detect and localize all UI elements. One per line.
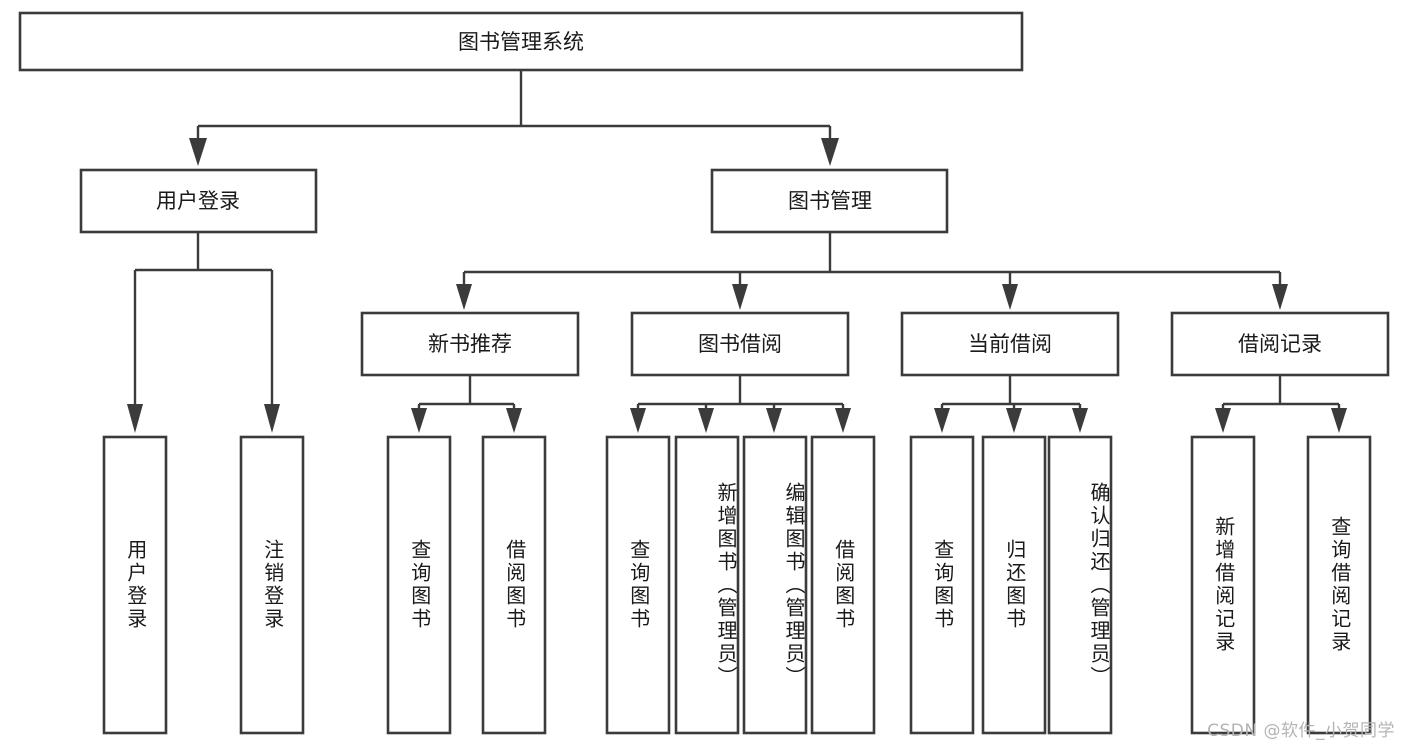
node-book-borrow-label: 图书借阅 [698, 332, 782, 356]
arrow-leaf-edit-book-admin [766, 408, 782, 433]
arrow-to-user-login [189, 138, 207, 166]
arrow-leaf-query-book-2 [630, 408, 646, 433]
node-user-login[interactable]: 用户登录 [79, 168, 318, 234]
node-current-borrow-box[interactable] [900, 311, 1120, 377]
node-leaf-borrow-book-1-box[interactable] [481, 435, 547, 735]
node-leaf-add-book-admin-box[interactable] [674, 435, 740, 735]
node-book-manage-label: 图书管理 [788, 189, 872, 213]
arrow-leaf-add-book-admin [698, 408, 714, 433]
node-current-borrow-label: 当前借阅 [968, 332, 1052, 356]
node-book-manage[interactable]: 图书管理 [710, 168, 949, 234]
node-user-login-label: 用户登录 [156, 189, 240, 213]
connectors-book-borrow-to-leaves [630, 375, 851, 433]
arrow-leaf-add-borrow-record [1215, 408, 1231, 433]
arrow-leaf-query-book-3 [934, 408, 950, 433]
node-leaf-logout-login-box[interactable] [239, 435, 305, 735]
node-root[interactable]: 图书管理系统 [18, 11, 1024, 72]
leaf-boxes [102, 435, 1372, 735]
node-borrow-record[interactable]: 借阅记录 [1170, 311, 1390, 377]
node-book-manage-box[interactable] [710, 168, 949, 234]
arrow-leaf-logout-login [264, 404, 280, 433]
connectors-root-to-level2 [189, 70, 839, 166]
arrow-to-book-manage [821, 138, 839, 166]
connectors-new-book-recommend-to-leaves [411, 375, 522, 433]
node-book-borrow[interactable]: 图书借阅 [630, 311, 850, 377]
arrow-leaf-user-login [127, 404, 143, 433]
node-new-book-recommend-label: 新书推荐 [428, 332, 512, 356]
arrow-to-new-book-recommend [456, 284, 472, 310]
connectors-user-login-to-leaves [127, 232, 280, 433]
node-current-borrow[interactable]: 当前借阅 [900, 311, 1120, 377]
connectors-current-borrow-to-leaves [934, 375, 1088, 433]
arrow-leaf-query-borrow-record [1331, 408, 1347, 433]
arrow-to-borrow-record [1272, 284, 1288, 310]
node-new-book-recommend-box[interactable] [360, 311, 580, 377]
node-leaf-user-login-box[interactable] [102, 435, 168, 735]
node-leaf-edit-book-admin-box[interactable] [742, 435, 808, 735]
arrow-to-current-borrow [1002, 284, 1018, 310]
node-leaf-query-borrow-record-box[interactable] [1306, 435, 1372, 735]
arrow-leaf-borrow-book-1 [506, 408, 522, 433]
node-root-box[interactable] [18, 11, 1024, 72]
node-root-label: 图书管理系统 [458, 30, 584, 54]
node-leaf-confirm-return-admin-box[interactable] [1047, 435, 1113, 735]
connectors-book-manage-to-level3 [456, 232, 1288, 310]
node-borrow-record-label: 借阅记录 [1238, 332, 1322, 356]
node-leaf-query-book-2-box[interactable] [605, 435, 671, 735]
node-leaf-add-borrow-record-box[interactable] [1190, 435, 1256, 735]
arrow-leaf-query-book-1 [411, 408, 427, 433]
node-borrow-record-box[interactable] [1170, 311, 1390, 377]
node-user-login-box[interactable] [79, 168, 318, 234]
node-leaf-borrow-book-2-box[interactable] [810, 435, 876, 735]
node-leaf-query-book-1-box[interactable] [386, 435, 452, 735]
arrow-leaf-return-book [1006, 408, 1022, 433]
node-book-borrow-box[interactable] [630, 311, 850, 377]
arrow-to-book-borrow [732, 284, 748, 310]
node-leaf-return-book-box[interactable] [981, 435, 1047, 735]
arrow-leaf-confirm-return-admin [1072, 408, 1088, 433]
node-new-book-recommend[interactable]: 新书推荐 [360, 311, 580, 377]
node-leaf-query-book-3-box[interactable] [909, 435, 975, 735]
arrow-leaf-borrow-book-2 [835, 408, 851, 433]
connectors-borrow-record-to-leaves [1215, 375, 1347, 433]
csdn-watermark: CSDN @软件_小贺同学 [1207, 721, 1395, 741]
